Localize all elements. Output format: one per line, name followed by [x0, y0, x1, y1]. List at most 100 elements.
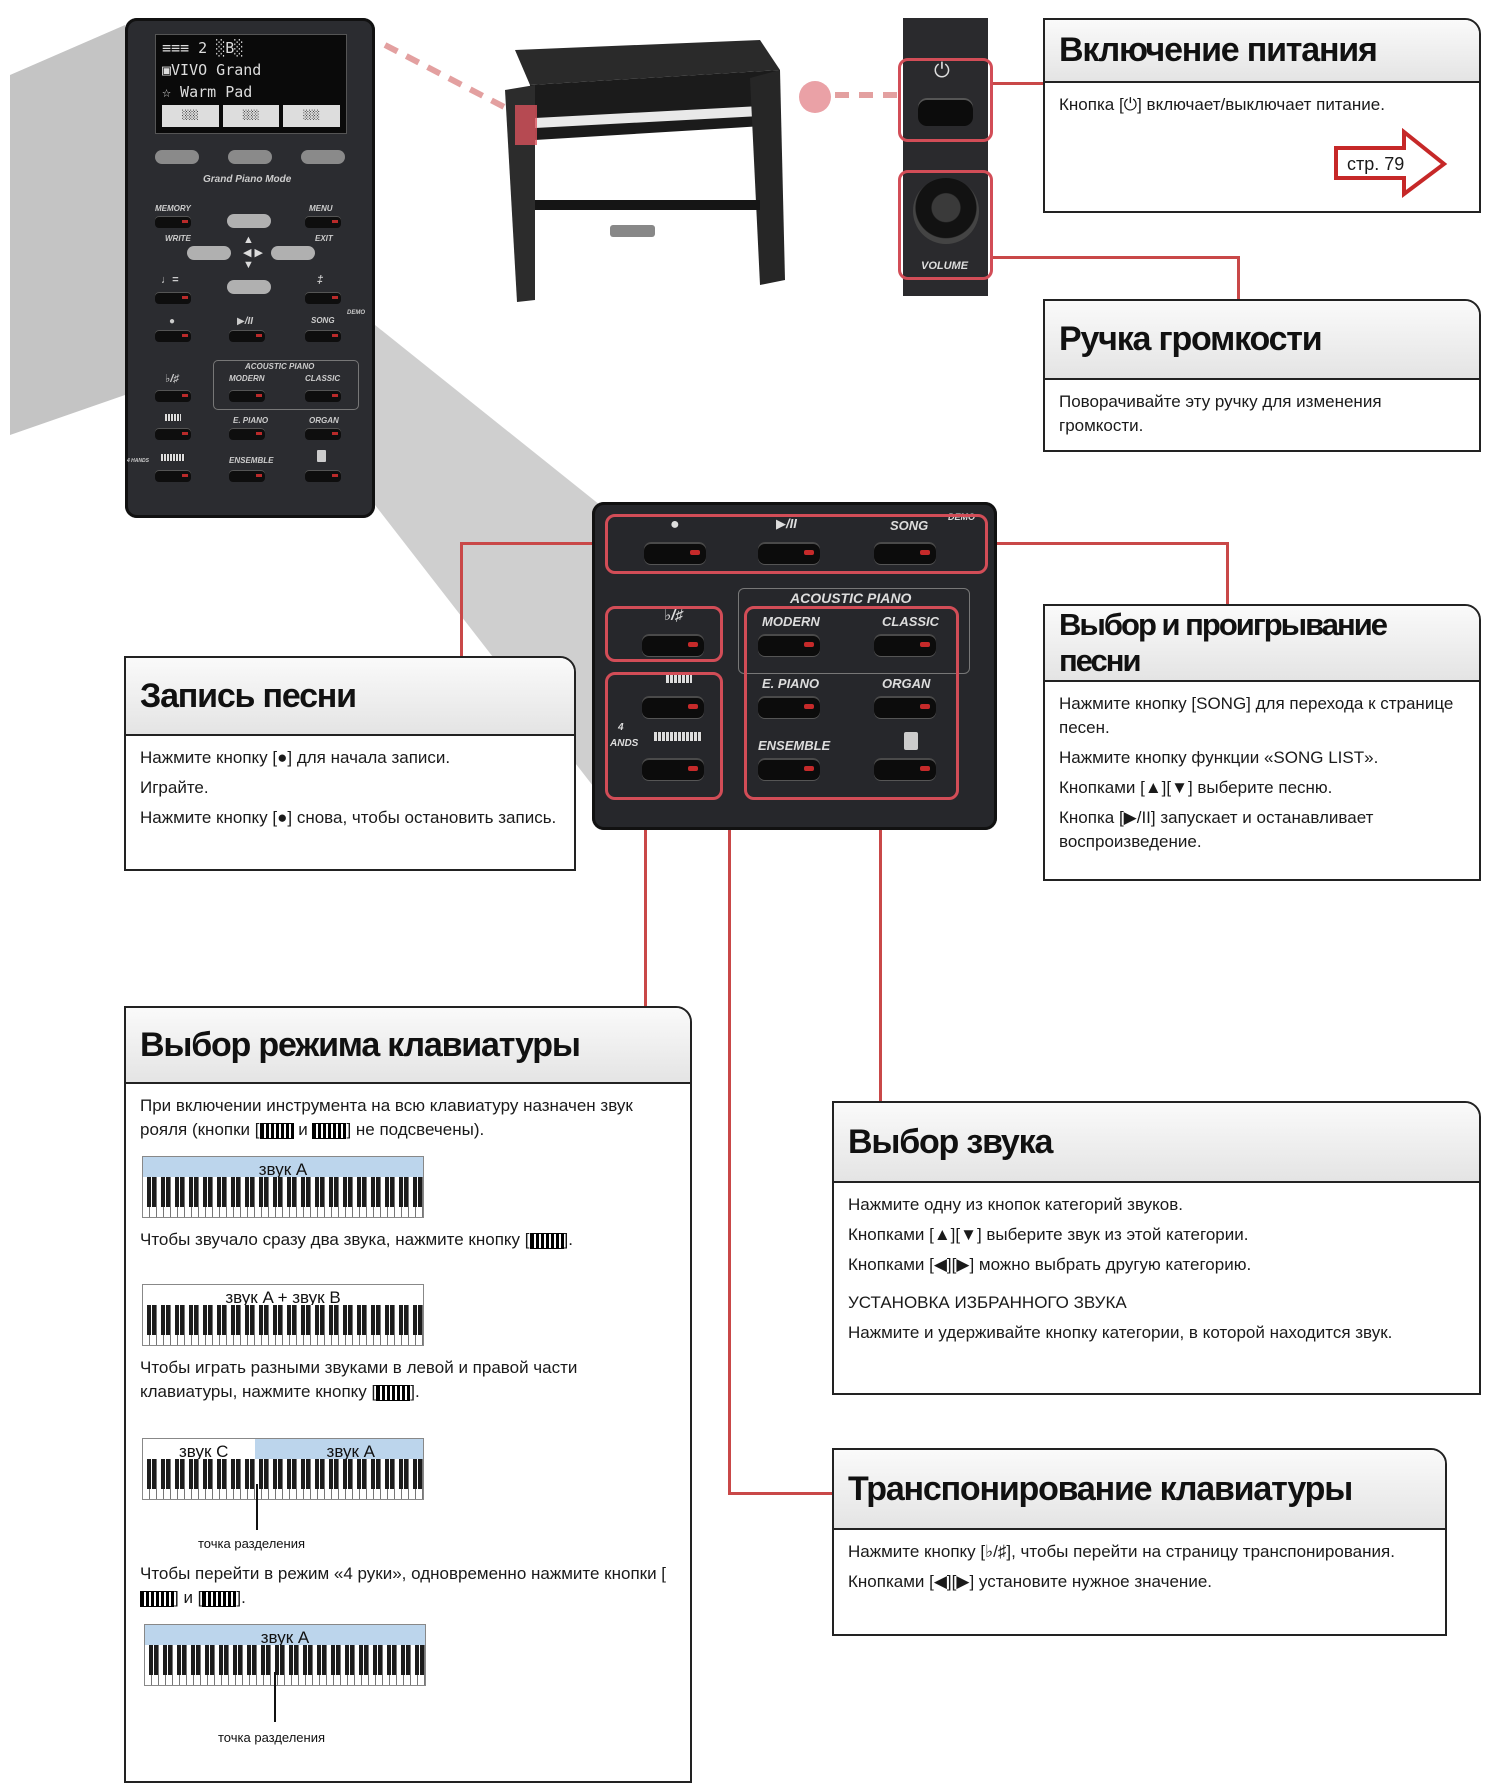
keyboard-4-label: звук A: [260, 1628, 310, 1647]
volume-label: VOLUME: [921, 260, 969, 272]
panel-modern-label: MODERN: [762, 614, 820, 629]
split-text: Чтобы играть разными звуками в левой и п…: [140, 1358, 578, 1401]
panel-transpose-button[interactable]: [642, 634, 704, 656]
panel-twin-icon: [654, 732, 702, 741]
tempo-button[interactable]: [155, 292, 191, 304]
split-mode-button-icon: [376, 1384, 411, 1401]
right-button[interactable]: [271, 246, 315, 260]
split-point-label-1: точка разделения: [198, 1536, 306, 1551]
highlight-dot: [799, 81, 831, 113]
rec-label: ●: [169, 316, 176, 327]
keyboard-2-label: звук A + звук B: [225, 1288, 341, 1307]
panel-twin-button[interactable]: [642, 758, 704, 780]
volume-box-title: Ручка громкости: [1045, 301, 1479, 380]
transpose-button[interactable]: [155, 390, 191, 402]
power-box-title: Включение питания: [1045, 20, 1479, 83]
panel-song-list-icon: [904, 732, 918, 750]
grand-piano-mode-label: Grand Piano Mode: [203, 174, 292, 185]
song-button[interactable]: [305, 330, 341, 342]
split-button-icon: [259, 1122, 294, 1139]
volume-knob[interactable]: [913, 178, 979, 244]
keyboard-1-label: звук A: [258, 1160, 308, 1179]
record-box-line-1: Нажмите кнопку [●] для начала записи.: [140, 748, 451, 767]
panel-transpose-label: ♭/♯: [664, 607, 683, 624]
twin-icon: [161, 454, 185, 461]
page-ref-text: стр. 79: [1347, 154, 1405, 174]
layer-text: Чтобы звучало сразу два звука, нажмите к…: [140, 1230, 530, 1249]
favorite-button[interactable]: [305, 470, 341, 482]
lcd-softkey-1: ░░░: [162, 105, 219, 127]
down-button[interactable]: [227, 280, 271, 294]
play-label: ▶/II: [237, 316, 254, 327]
e-piano-button[interactable]: [229, 428, 265, 440]
keyboard-intro-text: При включении инструмента на всю клавиат…: [140, 1096, 633, 1139]
split-icon: [165, 414, 181, 421]
power-highlight: [898, 58, 993, 142]
panel-split-button[interactable]: [642, 696, 704, 718]
rec-button[interactable]: [155, 330, 191, 342]
classic-button[interactable]: [305, 390, 341, 402]
panel-play-label: ▶/II: [776, 516, 797, 531]
modern-button[interactable]: [229, 390, 265, 402]
panel-classic-button[interactable]: [874, 634, 936, 656]
record-box-line-2: Играйте.: [140, 778, 209, 797]
sound-box-line-1: Нажмите одну из кнопок категорий звуков.: [848, 1195, 1183, 1214]
song-box: Выбор и проигрывание песни Нажмите кнопк…: [1043, 604, 1481, 881]
up-button[interactable]: [227, 214, 271, 228]
function-button-3[interactable]: [301, 150, 345, 164]
split-point-line-1: [256, 1484, 258, 1530]
panel-modern-button[interactable]: [758, 634, 820, 656]
song-box-line-2: Нажмите кнопку функции «SONG LIST».: [1059, 748, 1379, 767]
connector-power: [993, 82, 1043, 85]
transpose-box: Транспонирование клавиатуры Нажмите кноп…: [832, 1448, 1447, 1636]
panel-organ-button[interactable]: [874, 696, 936, 718]
highlight-keyboard-mode: [605, 672, 723, 800]
hands-text: Чтобы перейти в режим «4 руки», одноврем…: [140, 1564, 667, 1583]
panel-song-label: SONG: [890, 518, 929, 533]
panel-ensemble-button[interactable]: [758, 758, 820, 780]
menu-button[interactable]: [305, 216, 341, 228]
control-unit: ≡≡≡ 2 ░B░ ▣VIVO Grand ☆ Warm Pad ░░░ ░░░…: [125, 18, 375, 518]
connector-volume-h: [993, 256, 1238, 259]
arrow-glyphs: ▲◀ ▶▼: [243, 234, 263, 271]
power-icon: ⏻: [934, 60, 950, 82]
left-button[interactable]: [187, 246, 231, 260]
keyboard-mode-box-title: Выбор режима клавиатуры: [126, 1008, 690, 1084]
volume-box-text: Поворачивайте эту ручку для изменения гр…: [1059, 392, 1382, 435]
sound-box-favorite-title: УСТАНОВКА ИЗБРАННОГО ЗВУКА: [848, 1293, 1127, 1312]
song-box-line-4: Кнопка [▶/II] запускает и останавливает …: [1059, 808, 1374, 851]
connector-volume-v: [1237, 256, 1240, 300]
play-button[interactable]: [229, 330, 265, 342]
side-panel-strip: [903, 18, 988, 296]
panel-song-button[interactable]: [874, 542, 936, 564]
twin-button[interactable]: [155, 470, 191, 482]
metronome-button[interactable]: [305, 292, 341, 304]
power-box: Включение питания Кнопка [⏻] включает/вы…: [1043, 18, 1481, 213]
panel-play-button[interactable]: [758, 542, 820, 564]
panel-acoustic-group: [738, 588, 970, 674]
function-button-1[interactable]: [155, 150, 199, 164]
memory-button[interactable]: [155, 216, 191, 228]
organ-button[interactable]: [305, 428, 341, 440]
function-button-2[interactable]: [228, 150, 272, 164]
keyboard-diagram-2: звук A + звук B: [142, 1284, 424, 1346]
ensemble-button[interactable]: [229, 470, 265, 482]
organ-label: ORGAN: [309, 416, 339, 425]
connector-sound: [879, 800, 882, 1102]
hands-label: 4 HANDS: [127, 458, 149, 464]
exit-label: EXIT: [315, 234, 333, 243]
e-piano-label: E. PIANO: [233, 416, 269, 425]
acoustic-piano-label: ACOUSTIC PIANO: [245, 362, 315, 371]
panel-favorite-button[interactable]: [874, 758, 936, 780]
panel-epiano-button[interactable]: [758, 696, 820, 718]
power-button[interactable]: [918, 98, 973, 126]
split-point-line-2: [274, 1672, 276, 1722]
highlight-song-row: [605, 514, 988, 574]
twin-button-icon: [312, 1122, 347, 1139]
panel-rec-button[interactable]: [644, 542, 706, 564]
memory-label: MEMORY: [155, 204, 191, 213]
connector-transpose-v: [728, 652, 731, 1494]
acoustic-piano-group: [213, 360, 359, 410]
connector-song-v: [1226, 542, 1229, 604]
split-button[interactable]: [155, 428, 191, 440]
